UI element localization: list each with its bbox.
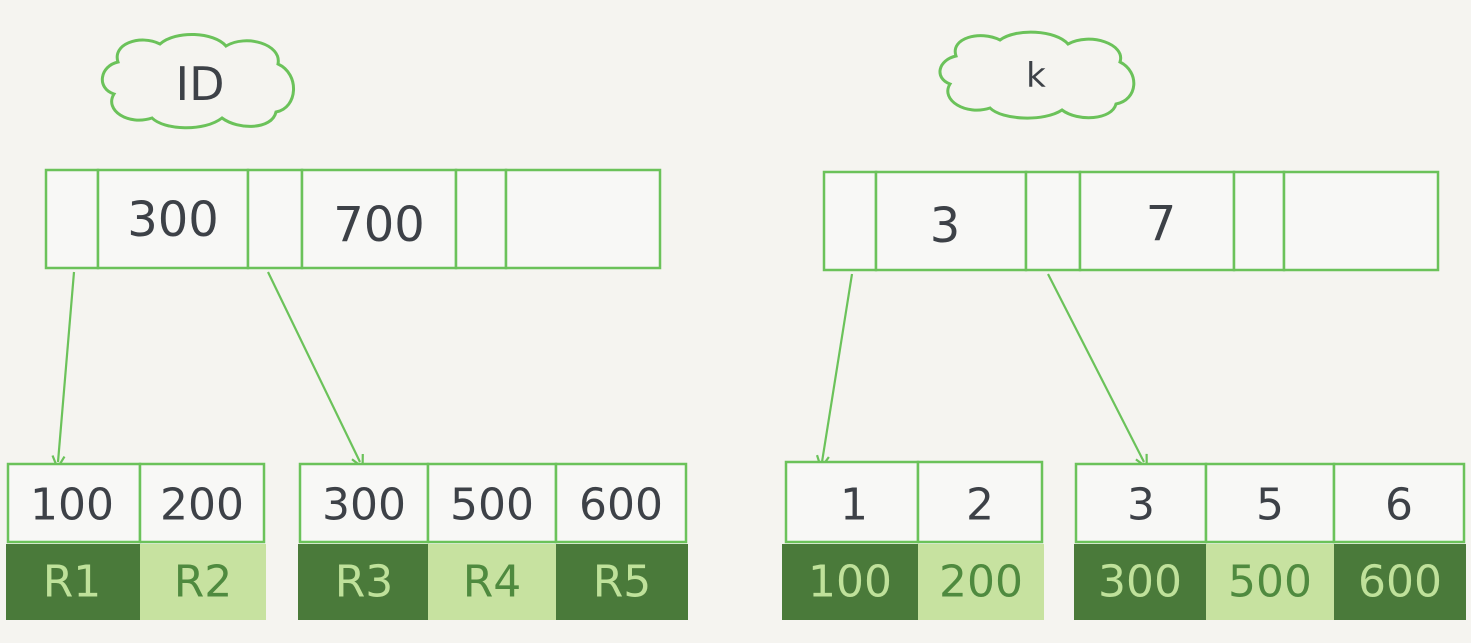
tree-label-k: k (1026, 56, 1046, 96)
leaf-node-id-2: 300 500 600 R3 R4 R5 (298, 462, 688, 620)
leaf-key-cell (784, 460, 920, 544)
leaf-key-cell (6, 462, 142, 544)
tree-label-id: ID (176, 57, 225, 111)
leaf-value: 6 (1385, 480, 1413, 531)
row-block-light (1206, 544, 1334, 620)
empty-key-cell (504, 168, 662, 270)
row-label: R1 (43, 557, 102, 608)
row-label: 100 (808, 557, 892, 608)
row-label: R5 (593, 557, 652, 608)
row-block-dark (1074, 544, 1206, 620)
pointer-arrow (822, 273, 854, 462)
row-label: 300 (1098, 557, 1182, 608)
leaf-node-k-2: 3 5 6 300 500 600 (1074, 462, 1466, 620)
leaf-key-cell (554, 462, 688, 544)
row-label: R4 (463, 557, 522, 608)
row-block-dark (6, 544, 140, 620)
leaf-value: 5 (1256, 480, 1284, 531)
row-block-dark (782, 544, 918, 620)
pointer-cell (822, 170, 878, 272)
leaf-value: 1 (840, 480, 868, 531)
root-node-k: 3 7 (822, 170, 1440, 272)
pointer-cell (1232, 170, 1286, 272)
row-label: R3 (335, 557, 394, 608)
pointer-arrow (58, 271, 76, 462)
key-cell (300, 168, 458, 270)
leaf-value: 600 (579, 480, 663, 531)
leaf-value: 200 (160, 480, 244, 531)
key-cell (1078, 170, 1236, 272)
pointer-arrow (267, 271, 360, 462)
pointer-cell (1024, 170, 1082, 272)
leaf-value: 500 (450, 480, 534, 531)
row-block-light (918, 544, 1044, 620)
row-block-dark (556, 544, 688, 620)
root-key: 3 (930, 198, 961, 254)
tree-k: k 3 7 1 2 100 200 3 5 (782, 30, 1466, 620)
leaf-value: 2 (966, 480, 994, 531)
leaf-value: 300 (322, 480, 406, 531)
leaf-key-cell (298, 462, 430, 544)
pointer-cell (246, 168, 304, 270)
row-label: 500 (1228, 557, 1312, 608)
pointer-arrow (1047, 273, 1144, 462)
row-label: 600 (1358, 557, 1442, 608)
root-node-id: 300 700 (44, 168, 662, 270)
row-block-light (140, 544, 266, 620)
leaf-node-id-1: 100 200 R1 R2 (6, 462, 266, 620)
key-cell (874, 170, 1028, 272)
row-block-dark (1334, 544, 1466, 620)
pointer-cell (454, 168, 508, 270)
row-block-light (428, 544, 556, 620)
tree-id: ID 300 700 100 200 R1 R2 300 (6, 32, 688, 620)
row-label: 200 (939, 557, 1023, 608)
root-key: 7 (1146, 196, 1177, 252)
leaf-key-cell (1204, 462, 1336, 544)
root-key: 700 (333, 197, 425, 253)
row-block-dark (298, 544, 428, 620)
leaf-key-cell (138, 462, 266, 544)
leaf-value: 3 (1127, 480, 1155, 531)
label-cloud-id (101, 32, 295, 130)
leaf-key-cell (1332, 462, 1466, 544)
leaf-key-cell (1074, 462, 1208, 544)
row-label: R2 (174, 557, 233, 608)
leaf-value: 100 (30, 480, 114, 531)
leaf-key-cell (916, 460, 1044, 544)
pointer-cell (44, 168, 100, 270)
root-key: 300 (127, 192, 219, 248)
empty-key-cell (1282, 170, 1440, 272)
label-cloud-k (938, 30, 1136, 120)
leaf-node-k-1: 1 2 100 200 (782, 460, 1044, 620)
leaf-key-cell (426, 462, 558, 544)
